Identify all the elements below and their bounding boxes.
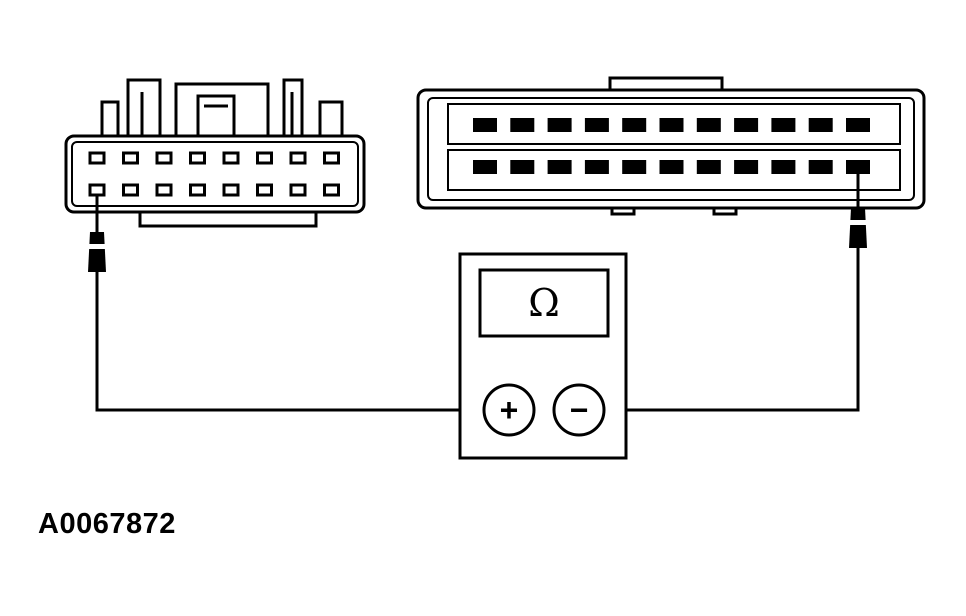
right-connector-pin (584, 118, 609, 132)
left-connector (64, 78, 366, 228)
left-connector-pin (289, 151, 307, 165)
right-connector-pin (584, 160, 609, 174)
left-probe-body (88, 232, 106, 272)
right-connector-pin (622, 118, 647, 132)
left-probe-collar (88, 244, 106, 249)
negative-terminal (552, 383, 606, 437)
left-connector-pin (189, 151, 206, 165)
left-connector-pin (88, 183, 106, 197)
left-connector-body-inner (71, 141, 359, 207)
right-connector-pin (696, 118, 721, 132)
left-connector-pin (256, 151, 273, 165)
left-connector-pin (323, 183, 340, 197)
negative-terminal-label: − (570, 392, 589, 428)
right-connector-pin (659, 118, 684, 132)
left-connector-pin (323, 151, 340, 165)
right-connector-pin (846, 118, 870, 132)
positive-terminal-label: + (500, 392, 519, 428)
left-connector-pin (222, 151, 240, 165)
right-connector-pin (473, 118, 497, 132)
left-connector-pin (222, 183, 240, 197)
left-connector-pin (88, 151, 106, 165)
negative-lead-wire (604, 248, 860, 412)
right-connector-pin (473, 160, 497, 174)
right-connector-pin (659, 160, 684, 174)
figure-id: A0067872 (38, 508, 176, 540)
left-connector-pins (88, 151, 340, 197)
right-test-probe (849, 172, 867, 248)
left-connector-pin (122, 183, 139, 197)
right-connector-pin (547, 160, 572, 174)
right-connector-pin (696, 160, 721, 174)
positive-lead-wire (95, 272, 484, 412)
left-connector-pin (256, 183, 273, 197)
left-connector-latch-detail (140, 92, 294, 136)
right-connector-pin (734, 160, 759, 174)
right-connector-pin (808, 118, 833, 132)
left-connector-pin (155, 151, 173, 165)
left-connector-latch (196, 94, 236, 138)
right-connector (416, 76, 926, 216)
left-connector-pin (122, 151, 139, 165)
left-connector-pin (189, 183, 206, 197)
right-probe-body (849, 208, 867, 248)
right-connector-pin (547, 118, 572, 132)
right-probe-collar (849, 220, 867, 225)
left-connector-pin (289, 183, 307, 197)
ohmmeter-display (478, 268, 610, 338)
ohm-symbol: Ω (528, 281, 560, 325)
right-connector-pin (771, 118, 796, 132)
left-connector-pin (155, 183, 173, 197)
positive-terminal (482, 383, 536, 437)
right-connector-pin (846, 160, 870, 174)
right-connector-pin (771, 160, 796, 174)
right-connector-pin (622, 160, 647, 174)
ohmmeter: Ω + − (458, 252, 628, 460)
left-test-probe (88, 196, 106, 272)
right-connector-pin (808, 160, 833, 174)
right-connector-pin (734, 118, 759, 132)
right-connector-pins (473, 118, 870, 174)
right-connector-pin (510, 118, 535, 132)
right-connector-pin (510, 160, 535, 174)
